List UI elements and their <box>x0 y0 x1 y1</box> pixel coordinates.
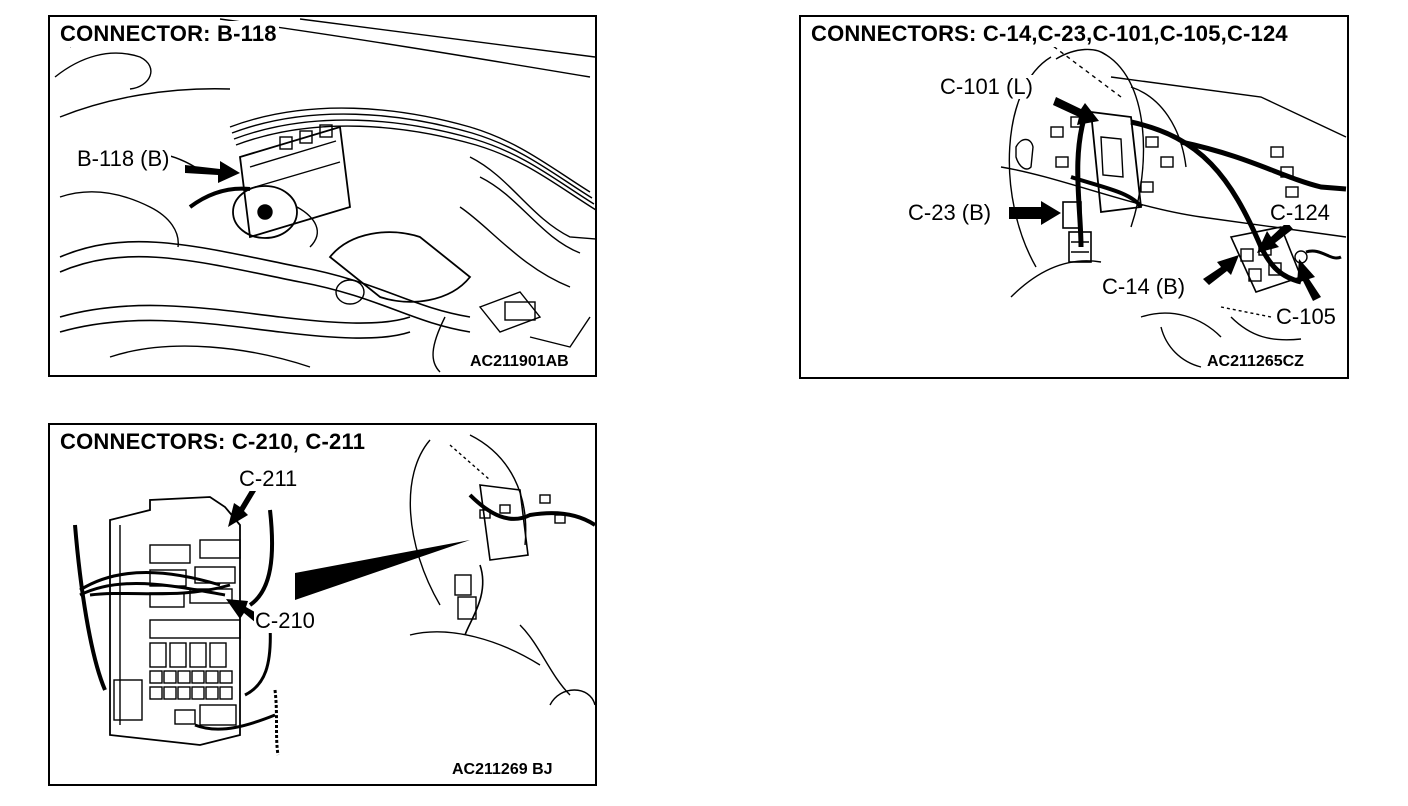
figure-code: AC211265CZ <box>1205 353 1306 371</box>
callout-c124: C-124 <box>1269 200 1331 225</box>
panel-connector-b118: CONNECTOR: B-118 B-118 (B) AC211901AB <box>48 15 597 377</box>
panel-title: CONNECTORS: C-210, C-211 <box>58 429 368 455</box>
callout-c101: C-101 (L) <box>939 74 1034 99</box>
callout-c14: C-14 (B) <box>1101 274 1187 299</box>
callout-c210: C-210 <box>254 608 316 633</box>
callout-c105: C-105 <box>1275 304 1337 329</box>
panel-title: CONNECTORS: C-14,C-23,C-101,C-105,C-124 <box>809 21 1290 47</box>
dashboard-harness-illustration <box>1000 36 1347 368</box>
figure-code: AC211901AB <box>468 353 571 371</box>
callout-b118: B-118 (B) <box>76 146 171 171</box>
engine-bay-illustration <box>54 18 595 373</box>
panel-connectors-c210-c211: CONNECTORS: C-210, C-211 C-211 C-210 AC2… <box>48 423 597 786</box>
junction-block-illustration <box>73 434 595 756</box>
panel-connectors-c14-c124: CONNECTORS: C-14,C-23,C-101,C-105,C-124 … <box>799 15 1349 379</box>
callout-c211: C-211 <box>238 466 299 491</box>
callout-c23: C-23 (B) <box>907 200 993 225</box>
figure-code: AC211269 BJ <box>450 761 555 779</box>
panel-title: CONNECTOR: B-118 <box>58 21 279 47</box>
